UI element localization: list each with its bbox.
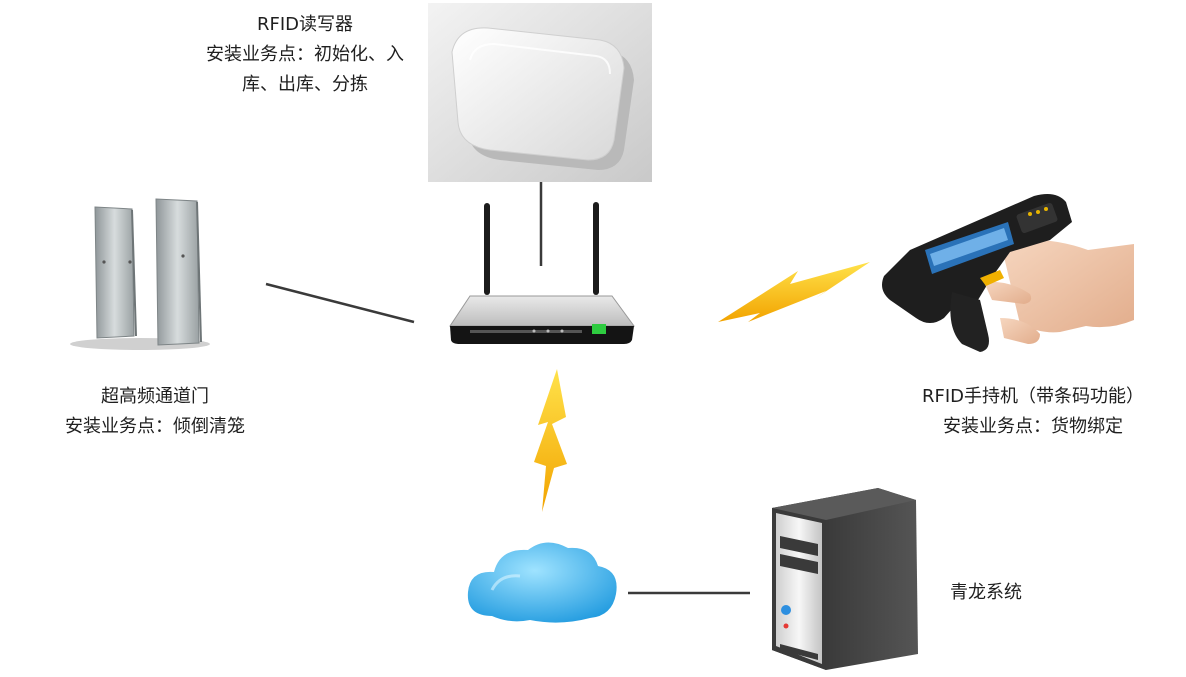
reader-title: RFID读写器 — [256, 14, 354, 35]
connections — [265, 180, 750, 595]
handheld-label: RFID手持机（带条码功能） 安装业务点：货物绑定 — [888, 382, 1178, 442]
lightning-icon-vertical — [534, 369, 567, 512]
gate-points: 安装业务点：倾倒清笼 — [65, 416, 245, 437]
handheld-terminal-icon — [882, 194, 1134, 352]
reader-label: RFID读写器 安装业务点：初始化、入 库、出库、分拣 — [170, 10, 440, 100]
lightning-icon — [718, 262, 870, 322]
server-icon — [772, 488, 918, 670]
cloud-icon — [467, 542, 617, 623]
router-icon — [449, 202, 635, 344]
rfid-reader-icon — [428, 3, 652, 182]
gate-title: 超高频通道门 — [101, 386, 209, 407]
reader-points-line2: 库、出库、分拣 — [242, 74, 368, 95]
handheld-title: RFID手持机（带条码功能） — [921, 386, 1145, 407]
system-title: 青龙系统 — [950, 582, 1022, 603]
handheld-points: 安装业务点：货物绑定 — [943, 416, 1123, 437]
uhf-gate-icon — [70, 198, 210, 350]
system-label: 青龙系统 — [950, 578, 1022, 608]
reader-points-line1: 安装业务点：初始化、入 — [206, 44, 404, 65]
gate-router-link — [265, 282, 415, 324]
gate-label: 超高频通道门 安装业务点：倾倒清笼 — [20, 382, 290, 442]
